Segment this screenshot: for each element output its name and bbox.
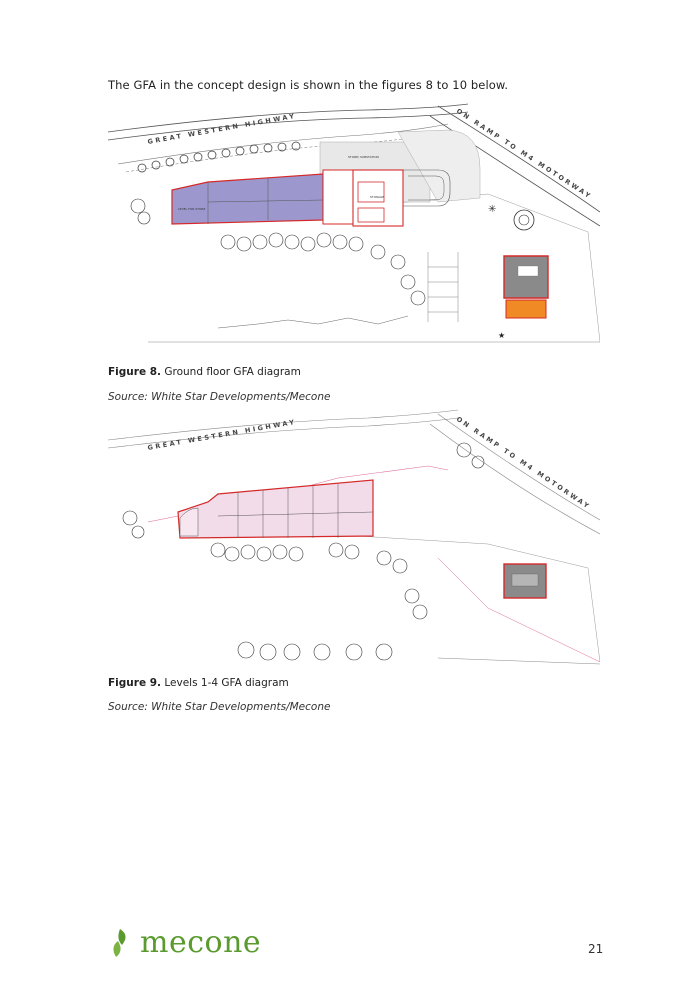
figure-8-caption-text: Ground floor GFA diagram	[164, 366, 301, 378]
trees-south	[130, 198, 426, 306]
street-trees-north	[137, 141, 301, 173]
logo-text: mecone	[140, 925, 262, 960]
svg-text:LEVEL FOR STORE: LEVEL FOR STORE	[178, 207, 205, 211]
svg-text:★: ★	[498, 331, 505, 340]
figure-9-label: Figure 9.	[108, 677, 162, 689]
figure-8-diagram: GREAT WESTERN HIGHWAY ON RAMP TO M4 MOTO…	[108, 102, 600, 354]
trees-levels	[122, 442, 485, 661]
figure-8-caption: Figure 8. Ground floor GFA diagram	[108, 366, 301, 378]
page-number: 21	[588, 942, 604, 956]
mecone-logo: mecone	[108, 927, 261, 959]
ground-floor-gfa-area	[171, 173, 324, 225]
leaf-icon	[113, 929, 126, 957]
levels-1-4-plan: GREAT WESTERN HIGHWAY ON RAMP TO M4 MOTO…	[108, 409, 600, 665]
road-label-east-9: ON RAMP TO M4 MOTORWAY	[455, 415, 592, 511]
figure-8-label: Figure 8.	[108, 366, 162, 378]
figure-9-caption: Figure 9. Levels 1-4 GFA diagram	[108, 677, 289, 689]
ground-floor-plan: GREAT WESTERN HIGHWAY ON RAMP TO M4 MOTO…	[108, 103, 600, 343]
heritage-cottage	[503, 255, 549, 299]
figure-9-source: Source: White Star Developments/Mecone	[108, 701, 331, 713]
figure-8-source: Source: White Star Developments/Mecone	[108, 391, 331, 403]
svg-text:STORE/ SUBSTATION: STORE/ SUBSTATION	[348, 155, 379, 159]
svg-text:✳: ✳	[488, 204, 496, 215]
figure-9-caption-text: Levels 1-4 GFA diagram	[164, 677, 289, 689]
orange-area	[505, 299, 547, 319]
intro-text: The GFA in the concept design is shown i…	[108, 78, 509, 92]
road-label-north-9: GREAT WESTERN HIGHWAY	[147, 418, 297, 452]
svg-text:STORAGE: STORAGE	[370, 195, 384, 199]
levels-gfa-area	[177, 479, 374, 539]
road-label-north: GREAT WESTERN HIGHWAY	[147, 112, 297, 146]
figure-9-diagram: GREAT WESTERN HIGHWAY ON RAMP TO M4 MOTO…	[108, 408, 600, 666]
